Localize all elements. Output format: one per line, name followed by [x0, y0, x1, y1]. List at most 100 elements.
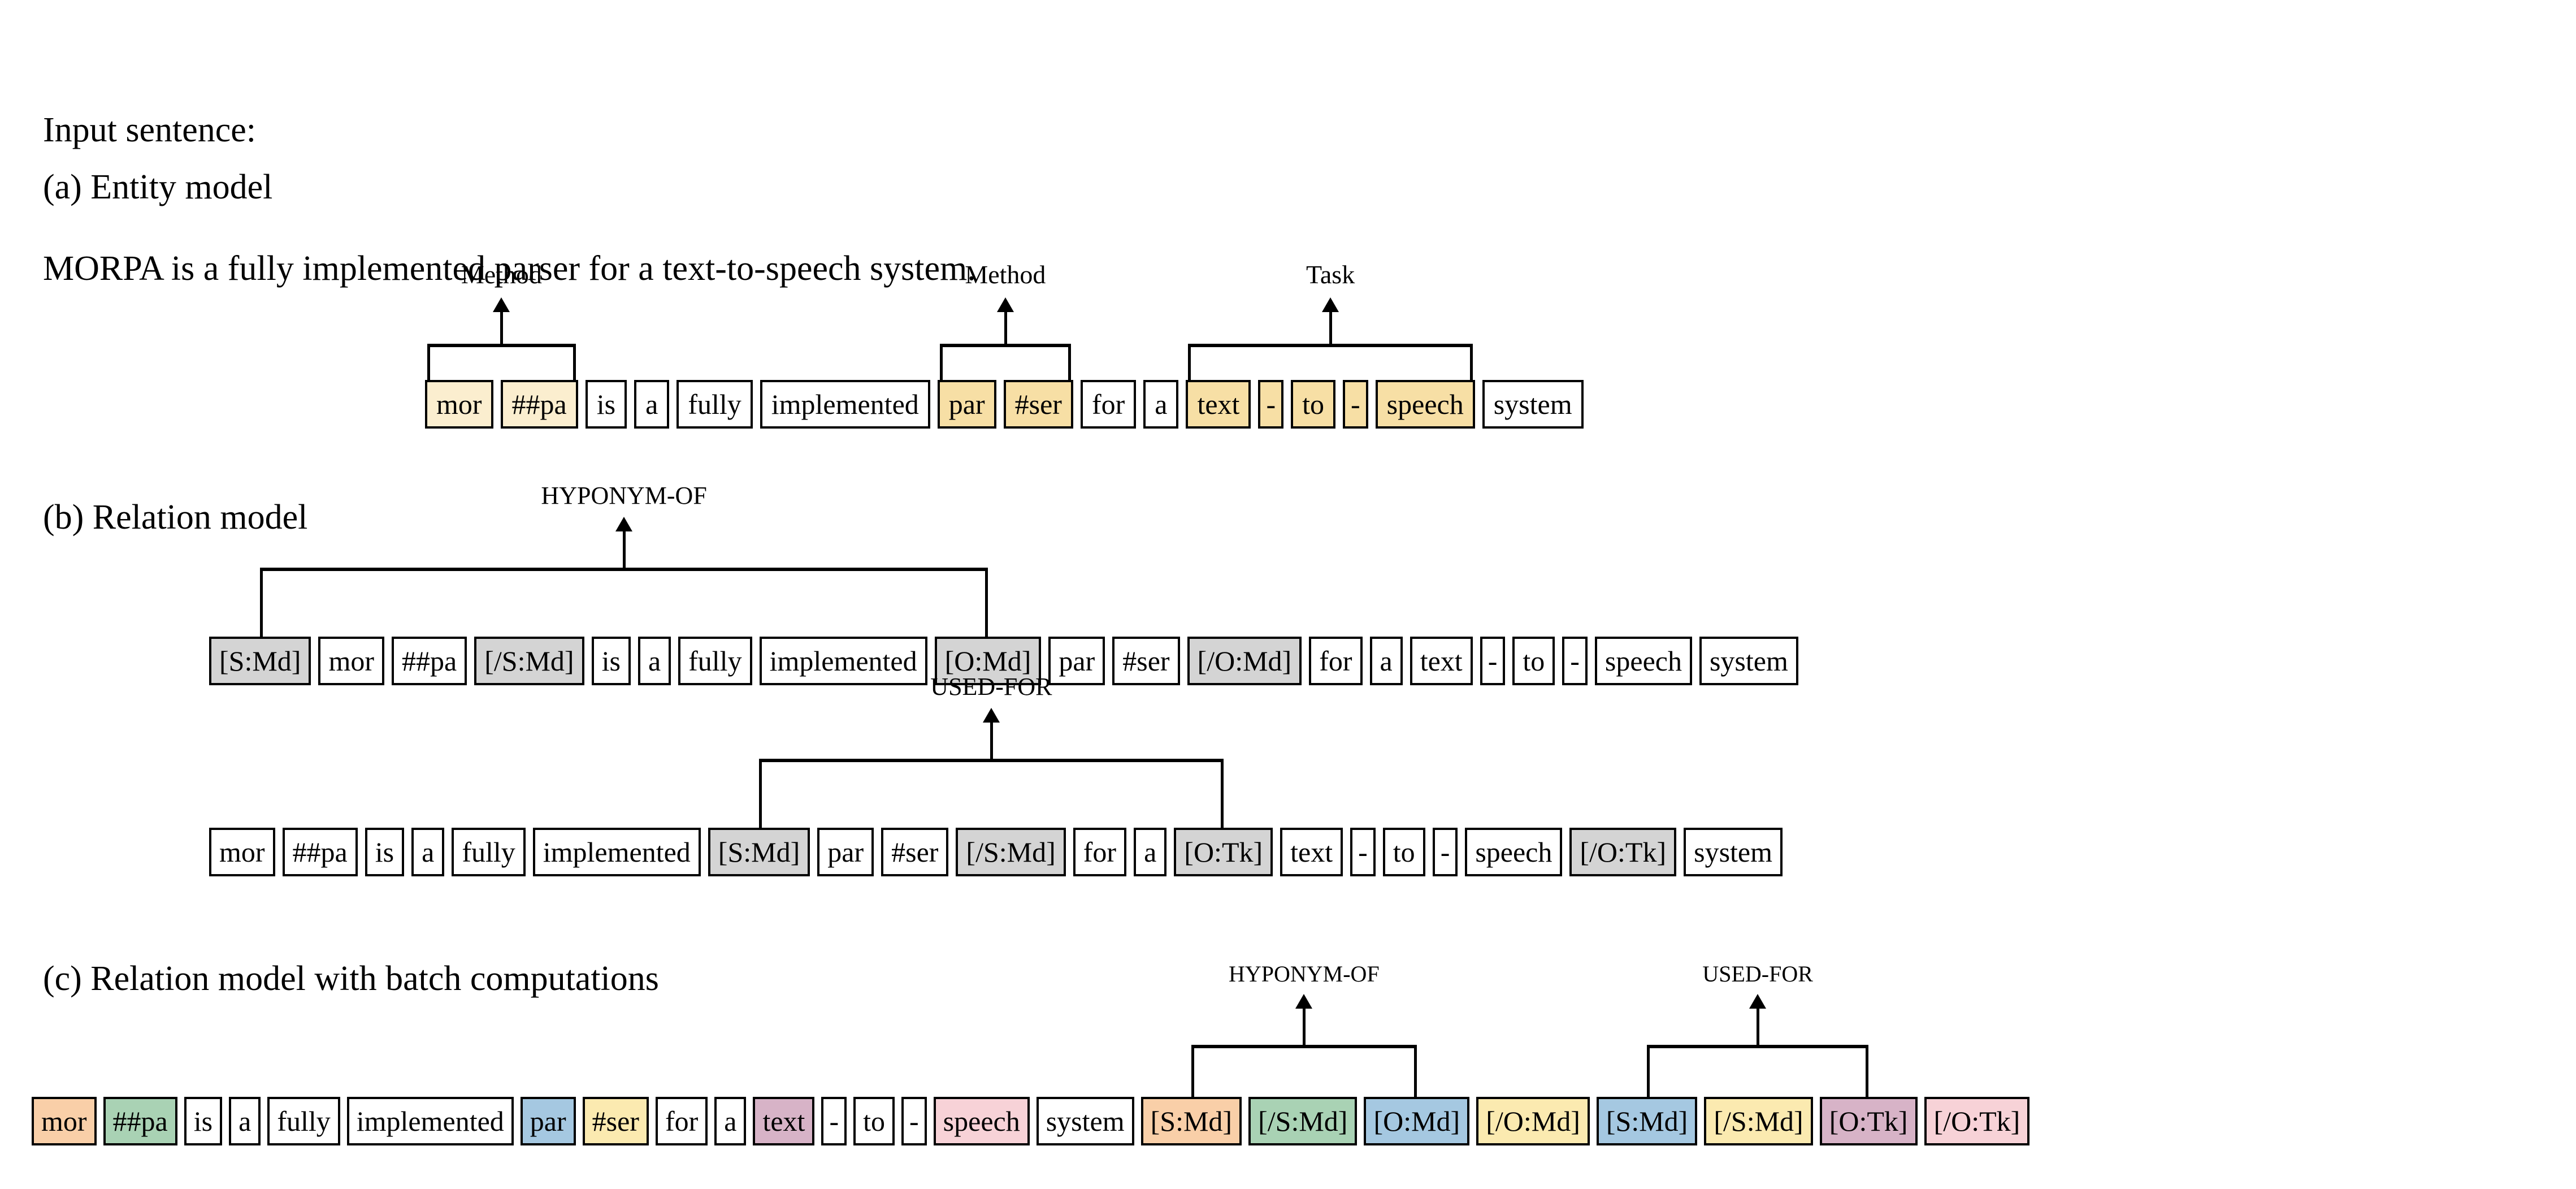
token-box[interactable]: for — [1080, 380, 1137, 429]
token-box[interactable]: par — [520, 1097, 576, 1145]
token-box[interactable]: a — [229, 1097, 261, 1145]
token-box[interactable]: [/S:Md] — [1248, 1097, 1358, 1145]
token-box[interactable]: mor — [425, 380, 493, 429]
token-box[interactable]: fully — [452, 828, 526, 876]
token-box[interactable]: a — [411, 828, 445, 876]
token-box[interactable]: fully — [676, 380, 753, 429]
token-box[interactable]: [/S:Md] — [1704, 1097, 1813, 1145]
token-label: is — [375, 836, 394, 868]
token-box[interactable]: a — [714, 1097, 747, 1145]
token-box[interactable]: is — [585, 380, 627, 429]
token-box[interactable]: text — [1280, 828, 1343, 876]
token-box[interactable]: ##pa — [392, 637, 467, 685]
token-box[interactable]: - — [1258, 380, 1284, 429]
token-label: [S:Md] — [1150, 1105, 1233, 1137]
token-box[interactable]: for — [1073, 828, 1127, 876]
token-box[interactable]: [/O:Md] — [1187, 637, 1302, 685]
token-box[interactable]: a — [1143, 380, 1179, 429]
input-sentence-block: Input sentence: MORPA is a fully impleme… — [43, 15, 976, 385]
token-box[interactable]: implemented — [532, 828, 701, 876]
token-box[interactable]: [O:Tk] — [1819, 1097, 1918, 1145]
token-box[interactable]: [S:Md] — [209, 637, 311, 685]
token-box[interactable]: system — [1482, 380, 1584, 429]
token-box[interactable]: implemented — [346, 1097, 514, 1145]
token-box[interactable]: ##pa — [500, 380, 578, 429]
token-label: for — [665, 1105, 699, 1137]
token-box[interactable]: text — [1410, 637, 1473, 685]
token-box[interactable]: is — [365, 828, 405, 876]
token-box[interactable]: mor — [209, 828, 275, 876]
token-box[interactable]: system — [1684, 828, 1783, 876]
token-box[interactable]: speech — [1465, 828, 1563, 876]
token-box[interactable]: #ser — [881, 828, 949, 876]
token-box[interactable]: to — [1512, 637, 1555, 685]
token-box[interactable]: mor — [318, 637, 385, 685]
token-box[interactable]: - — [1350, 828, 1376, 876]
token-label: fully — [688, 645, 742, 677]
token-box[interactable]: ##pa — [103, 1097, 177, 1145]
token-box[interactable]: [/S:Md] — [474, 637, 584, 685]
bracket-stem — [500, 311, 504, 344]
token-box[interactable]: fully — [678, 637, 752, 685]
token-box[interactable]: fully — [267, 1097, 340, 1145]
token-box[interactable]: [O:Md] — [1364, 1097, 1470, 1145]
token-box[interactable]: - — [1562, 637, 1588, 685]
token-box[interactable]: par — [1048, 637, 1105, 685]
token-box[interactable]: [/S:Md] — [956, 828, 1066, 876]
token-box[interactable]: a — [638, 637, 671, 685]
token-box[interactable]: to — [1382, 828, 1425, 876]
token-box[interactable]: [S:Md] — [708, 828, 810, 876]
token-box[interactable]: [O:Tk] — [1174, 828, 1273, 876]
token-box[interactable]: - — [1432, 828, 1458, 876]
token-box[interactable]: - — [1343, 380, 1368, 429]
token-box[interactable]: par — [937, 380, 996, 429]
token-box[interactable]: #ser — [582, 1097, 649, 1145]
token-box[interactable]: #ser — [1003, 380, 1073, 429]
token-box[interactable]: a — [1134, 828, 1167, 876]
token-box[interactable]: [S:Md] — [1596, 1097, 1698, 1145]
token-box[interactable]: [/O:Tk] — [1569, 828, 1677, 876]
entity-type-label: Method — [461, 260, 542, 289]
token-box[interactable]: for — [1309, 637, 1363, 685]
token-box[interactable]: [O:Md] — [934, 637, 1042, 685]
token-box[interactable]: a — [1369, 637, 1403, 685]
token-label: fully — [462, 836, 515, 868]
token-label: speech — [1604, 645, 1682, 677]
token-box[interactable]: speech — [1594, 637, 1692, 685]
token-label: #ser — [1014, 388, 1062, 420]
token-label: - — [1440, 836, 1450, 868]
token-box[interactable]: to — [1291, 380, 1336, 429]
token-box[interactable]: implemented — [760, 380, 930, 429]
token-box[interactable]: speech — [1375, 380, 1475, 429]
token-box[interactable]: text — [753, 1097, 815, 1145]
token-box[interactable]: system — [1699, 637, 1798, 685]
token-box[interactable]: #ser — [1112, 637, 1180, 685]
token-box[interactable]: is — [591, 637, 631, 685]
token-box[interactable]: for — [655, 1097, 708, 1145]
token-label: a — [1380, 645, 1393, 677]
token-box[interactable]: implemented — [759, 637, 927, 685]
bracket-stem — [1329, 311, 1333, 344]
token-box[interactable]: - — [1480, 637, 1506, 685]
token-label: [S:Md] — [1606, 1105, 1688, 1137]
token-box[interactable]: to — [853, 1097, 895, 1145]
token-box[interactable]: ##pa — [282, 828, 358, 876]
token-box[interactable]: system — [1036, 1097, 1134, 1145]
token-box[interactable]: - — [821, 1097, 847, 1145]
token-box[interactable]: par — [817, 828, 874, 876]
token-label: [/S:Md] — [1258, 1105, 1348, 1137]
token-box[interactable]: - — [901, 1097, 927, 1145]
token-box[interactable]: text — [1186, 380, 1251, 429]
token-box[interactable]: is — [184, 1097, 223, 1145]
token-label: [/O:Tk] — [1580, 836, 1667, 868]
token-box[interactable]: [S:Md] — [1140, 1097, 1242, 1145]
token-label: mor — [219, 836, 265, 868]
bracket-crossbar — [260, 568, 988, 571]
token-box[interactable]: mor — [32, 1097, 97, 1145]
bracket-crossbar — [939, 344, 1071, 347]
token-box[interactable]: [/O:Tk] — [1924, 1097, 2030, 1145]
token-box[interactable]: speech — [933, 1097, 1030, 1145]
token-box[interactable]: a — [634, 380, 670, 429]
token-box[interactable]: [/O:Md] — [1476, 1097, 1590, 1145]
